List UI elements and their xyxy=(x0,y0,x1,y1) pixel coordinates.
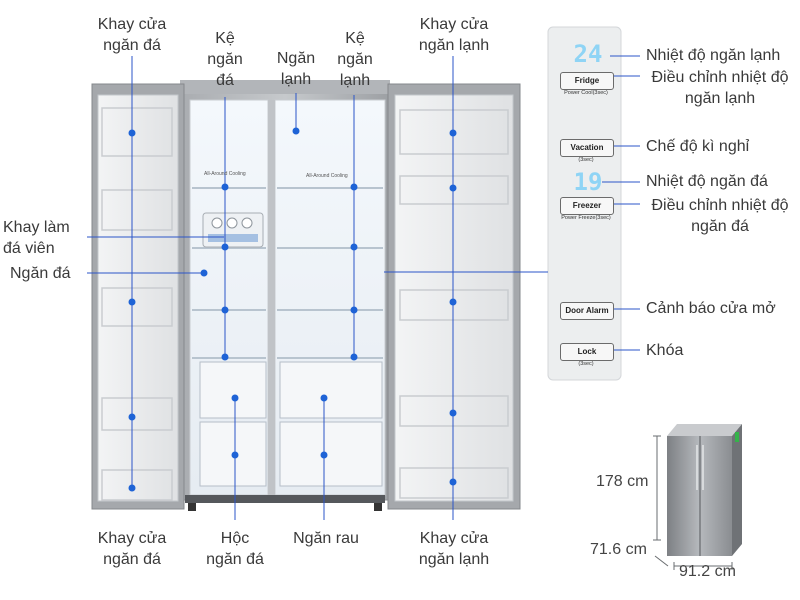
ice-maker-unit xyxy=(202,212,264,248)
label-freezer-compartment: Ngăn đá xyxy=(10,265,71,282)
label-vegetable-drawer: Ngăn rau xyxy=(293,530,359,547)
drawers xyxy=(199,361,383,487)
mini-fridge-3d xyxy=(667,424,742,556)
freezer-cooling-label: All-Around Cooling xyxy=(204,171,246,177)
freezer-button[interactable]: Freezer xyxy=(560,197,614,215)
label-freezer-temp: Nhiệt độ ngăn đá xyxy=(646,173,768,190)
lock-button-sub: (3sec) xyxy=(578,361,594,367)
vacation-button-sub: (3sec) xyxy=(578,157,594,163)
label-fridge-temp: Nhiệt độ ngăn lạnh xyxy=(646,47,781,64)
vacation-button[interactable]: Vacation xyxy=(560,139,614,157)
marker-dots xyxy=(128,127,457,492)
label-door-alarm: Cảnh báo cửa mở xyxy=(646,300,776,317)
door-alarm-button[interactable]: Door Alarm xyxy=(560,302,614,320)
fridge-button[interactable]: Fridge xyxy=(560,72,614,90)
lock-button[interactable]: Lock xyxy=(560,343,614,361)
dimension-height: 178 cm xyxy=(596,473,649,490)
fridge-shelves xyxy=(277,187,383,359)
fridge-button-sub: Power Cool(3sec) xyxy=(564,90,608,96)
freezer-temp-display: 19 xyxy=(573,168,603,196)
label-lock: Khóa xyxy=(646,342,684,359)
fridge-temp-display: 24 xyxy=(573,40,603,68)
label-vacation: Chế độ kì nghỉ xyxy=(646,138,750,155)
dimension-lines xyxy=(653,435,733,570)
freezer-door xyxy=(91,83,185,510)
dimension-depth: 71.6 cm xyxy=(590,541,647,558)
fridge-cooling-label: All-Around Cooling xyxy=(306,173,348,179)
dimension-width: 91.2 cm xyxy=(679,563,736,580)
fridge-door xyxy=(387,83,521,510)
freezer-button-sub: Power Freeze(3sec) xyxy=(561,215,611,221)
freezer-shelves xyxy=(192,187,266,359)
